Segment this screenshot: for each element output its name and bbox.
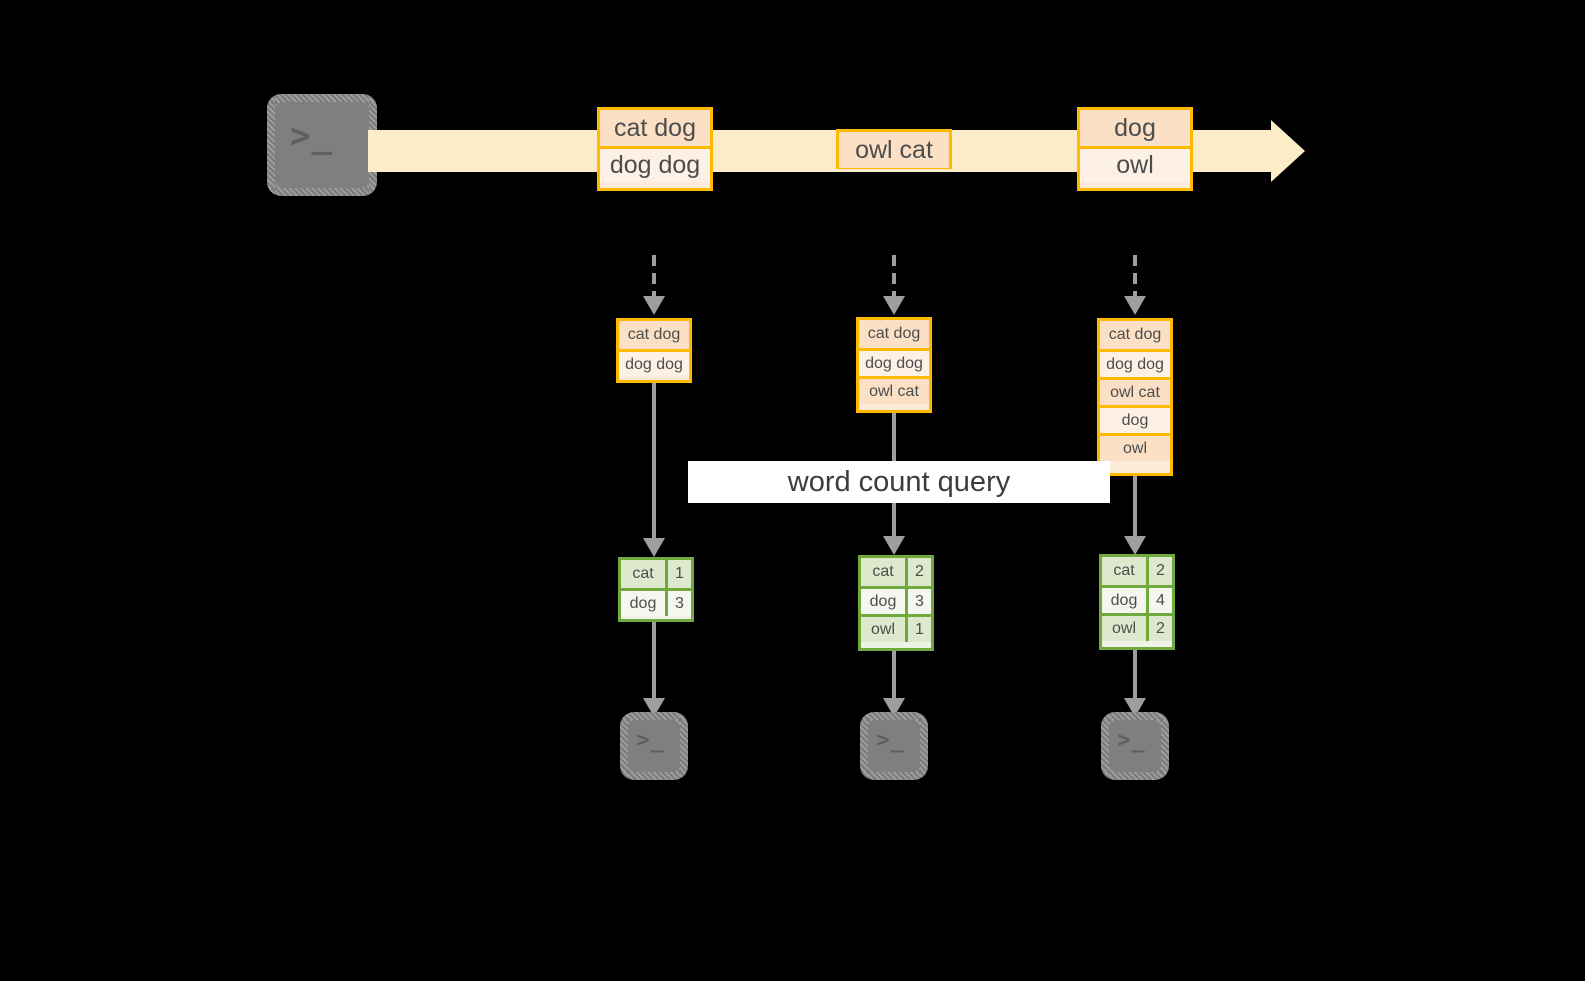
result-count: 3 [665,591,691,616]
snapshot-1-state-box: cat dog dog dog [616,318,692,383]
result-row: cat 2 [861,558,931,586]
arrow-shaft [652,622,656,699]
arrow-shaft [1133,650,1137,699]
terminal-prompt-glyph: >_ [1117,728,1146,754]
snapshot-2-sink-terminal-icon: >_ [860,712,928,780]
terminal-screen [1109,720,1161,772]
arrow-shaft [652,255,656,297]
arrow-head [1124,536,1146,555]
terminal-screen [868,720,920,772]
result-count: 2 [1146,616,1172,641]
snapshot-2-state-box: cat dog dog dog owl cat [856,317,932,413]
result-count: 4 [1146,588,1172,613]
state-row: owl cat [859,376,929,404]
snapshot-1-result-table: cat 1 dog 3 [618,557,694,622]
snapshot-2-trigger-arrow [883,255,905,315]
stream-record-row: owl [1080,146,1190,182]
snapshot-2-result-table: cat 2 dog 3 owl 1 [858,555,934,651]
result-word: owl [1102,616,1146,641]
snapshot-1-output-arrow [643,622,665,717]
result-count: 3 [905,589,931,614]
result-word: owl [861,617,905,642]
result-word: cat [861,558,905,586]
terminal-prompt-glyph: >_ [876,728,905,754]
snapshot-1-trigger-arrow [643,255,665,315]
terminal-prompt-glyph: >_ [290,116,333,157]
terminal-prompt-glyph: >_ [636,728,665,754]
result-word: dog [861,589,905,614]
terminal-screen [275,102,369,188]
arrow-head [643,538,665,557]
result-word: dog [1102,588,1146,613]
result-row: owl 1 [861,614,931,642]
stream-record-group-2: owl cat [836,129,952,169]
snapshot-3-sink-terminal-icon: >_ [1101,712,1169,780]
arrow-head [883,536,905,555]
arrow-shaft [892,255,896,297]
result-row: owl 2 [1102,613,1172,641]
result-word: cat [621,560,665,588]
result-row: cat 2 [1102,557,1172,585]
query-label: word count query [688,461,1110,503]
state-row: cat dog [619,321,689,349]
result-count: 2 [905,558,931,586]
arrow-shaft [892,651,896,699]
state-row: cat dog [859,320,929,348]
snapshot-3-state-box: cat dog dog dog owl cat dog owl [1097,318,1173,476]
state-row: owl cat [1100,377,1170,405]
state-row: dog [1100,405,1170,433]
result-count: 2 [1146,557,1172,585]
snapshot-3-query-arrow [1124,476,1146,555]
stream-arrow-head [1271,120,1305,182]
arrow-head [1124,296,1146,315]
snapshot-1-query-arrow [643,383,665,557]
state-row: owl [1100,433,1170,461]
state-row: cat dog [1100,321,1170,349]
result-word: dog [621,591,665,616]
state-row: dog dog [1100,349,1170,377]
arrow-head [643,296,665,315]
stream-record-row: owl cat [839,132,949,168]
stream-record-group-1: cat dog dog dog [597,107,713,191]
arrow-shaft [1133,255,1137,297]
result-count: 1 [665,560,691,588]
snapshot-1-sink-terminal-icon: >_ [620,712,688,780]
result-row: dog 3 [621,588,691,616]
snapshot-3-trigger-arrow [1124,255,1146,315]
result-row: cat 1 [621,560,691,588]
arrow-head [883,296,905,315]
snapshot-3-result-table: cat 2 dog 4 owl 2 [1099,554,1175,650]
source-terminal-icon: >_ [267,94,377,196]
terminal-screen [628,720,680,772]
stream-record-group-3: dog owl [1077,107,1193,191]
stream-record-row: cat dog [600,110,710,146]
result-row: dog 3 [861,586,931,614]
state-row: dog dog [619,349,689,377]
stream-record-row: dog [1080,110,1190,146]
snapshot-2-output-arrow [883,651,905,717]
snapshot-3-output-arrow [1124,650,1146,717]
arrow-shaft [1133,476,1137,537]
state-row: dog dog [859,348,929,376]
arrow-shaft [652,383,656,539]
result-count: 1 [905,617,931,642]
stream-record-row: dog dog [600,146,710,182]
result-row: dog 4 [1102,585,1172,613]
result-word: cat [1102,557,1146,585]
